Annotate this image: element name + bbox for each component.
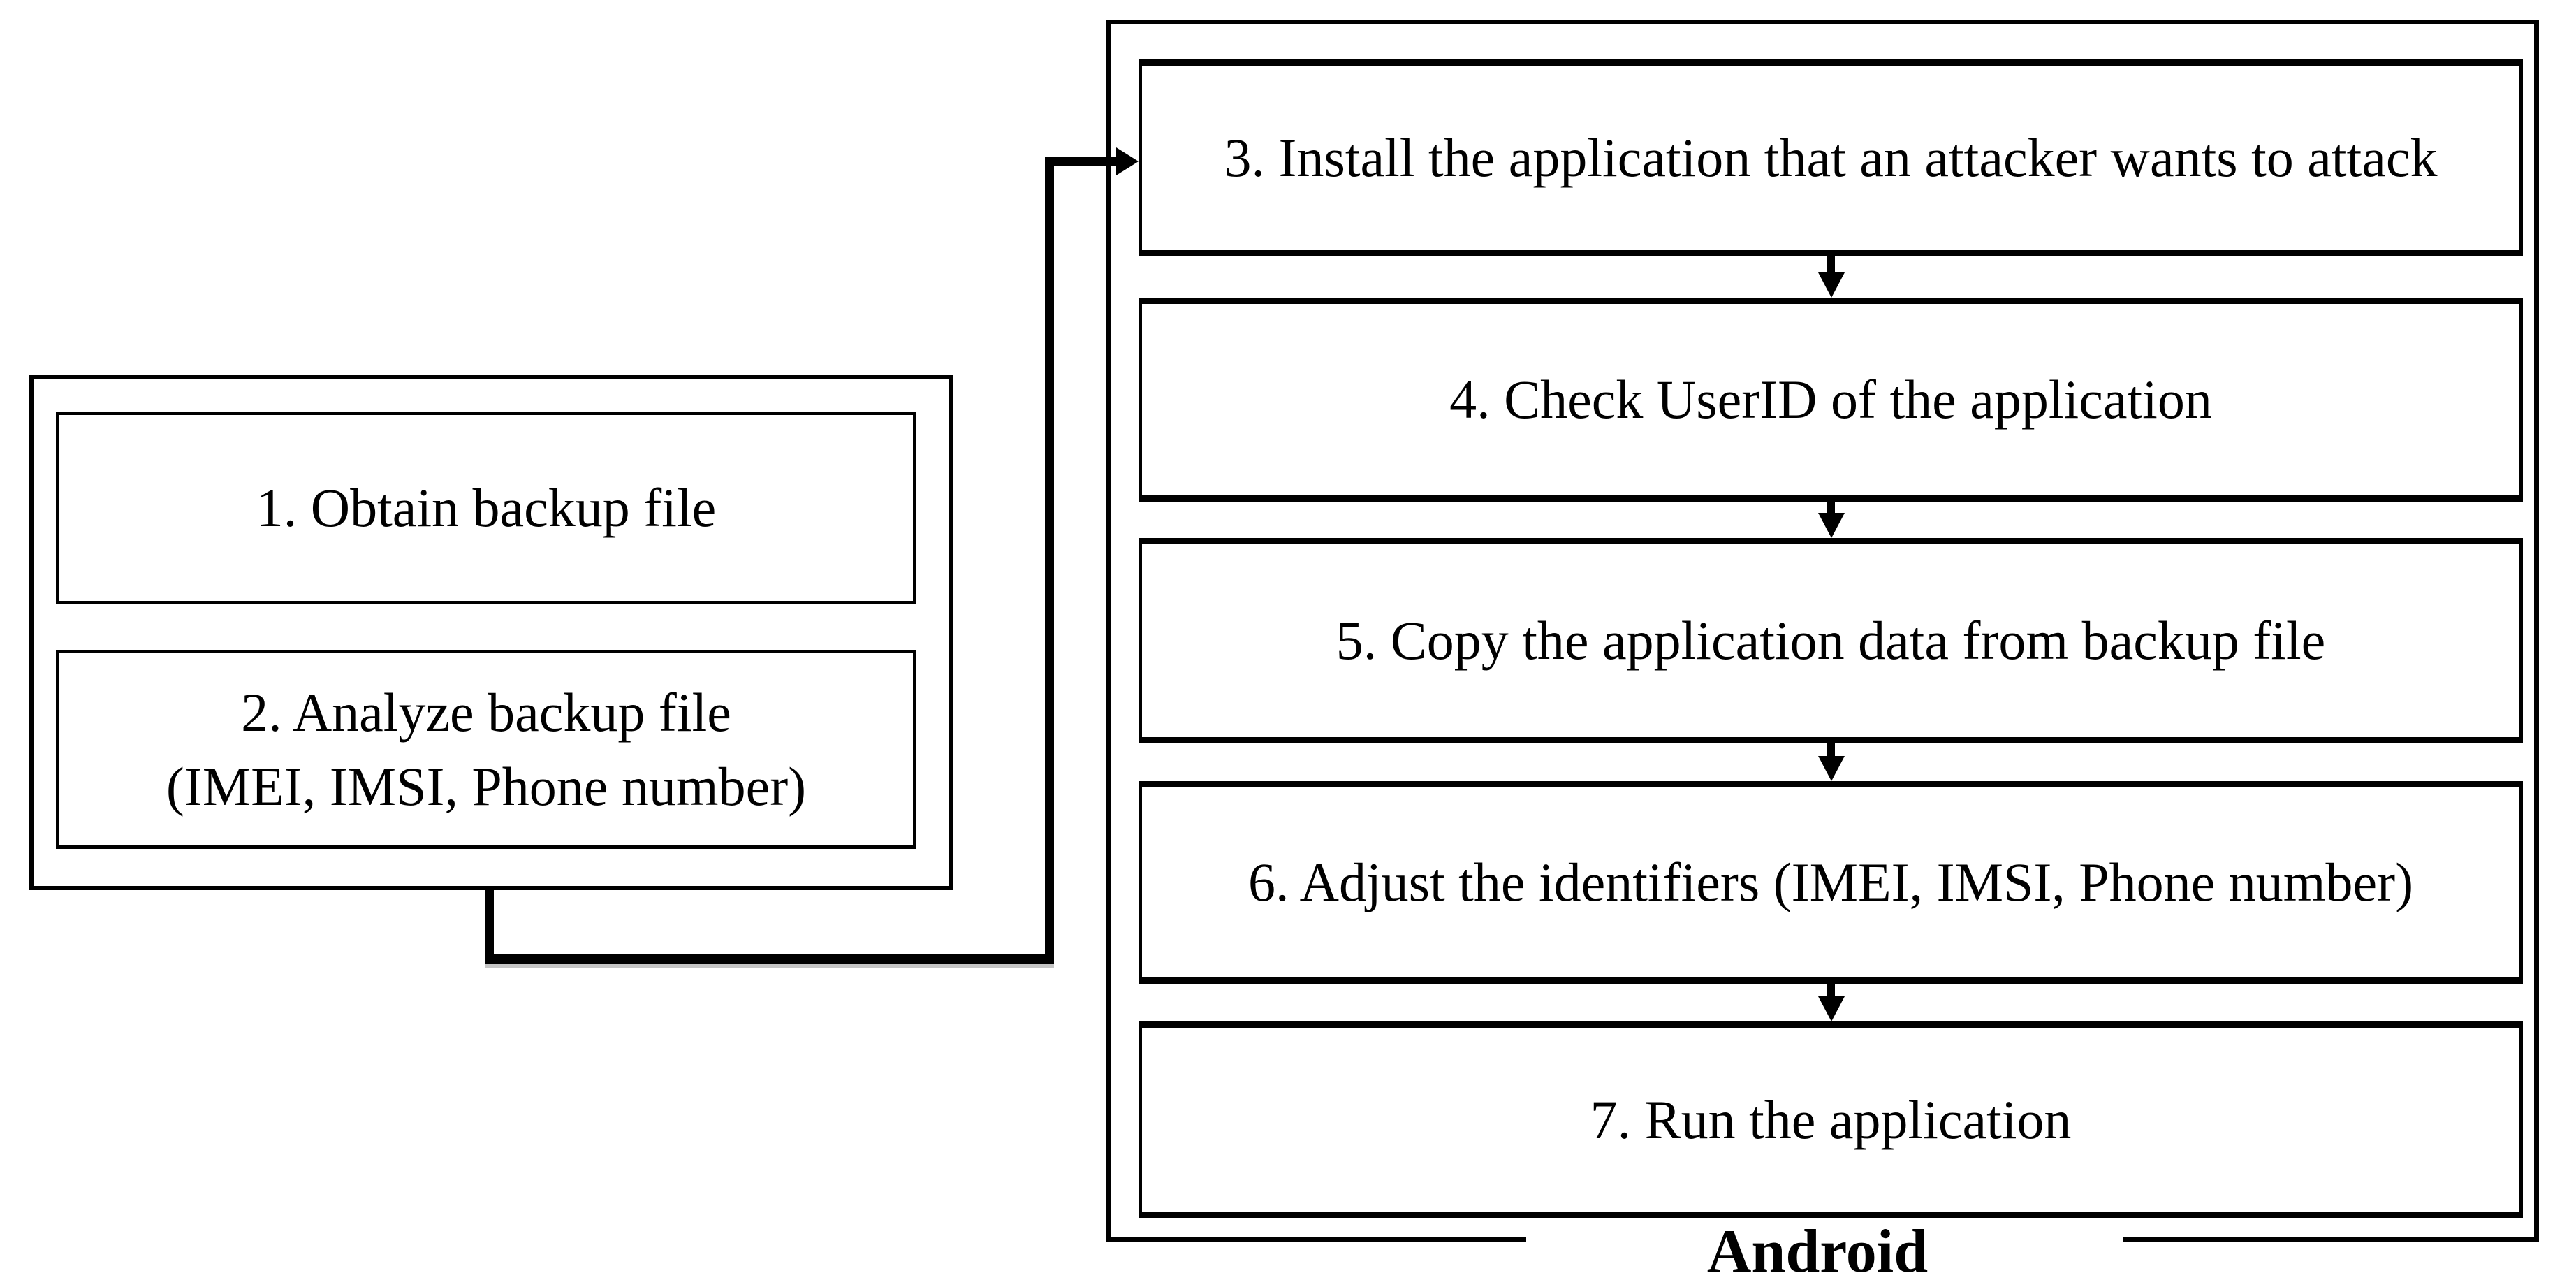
flow-arrow-6-7-stem <box>1827 984 1835 1002</box>
flow-arrow-4-5-arrowhead-icon <box>1818 513 1845 538</box>
step-box-1: 1. Obtain backup file <box>56 412 916 604</box>
connector-segment-up <box>1045 157 1054 964</box>
android-group-label: Android <box>1706 1218 1929 1286</box>
step-5-label: 5. Copy the application data from backup… <box>1335 610 2326 671</box>
android-box-bottom-border-left <box>1106 1237 1526 1242</box>
connector-arrowhead-icon <box>1116 147 1139 175</box>
android-box-bottom-border-right <box>2123 1237 2539 1242</box>
step-1-label: 1. Obtain backup file <box>256 477 717 539</box>
step-2-label-line-1: 2. Analyze backup file <box>241 682 731 743</box>
step-box-4: 4. Check UserID of the application <box>1139 298 2523 502</box>
flow-arrow-6-7-arrowhead-icon <box>1818 996 1845 1021</box>
step-3-label: 3. Install the application that an attac… <box>1224 127 2438 189</box>
flow-arrow-3-4-arrowhead-icon <box>1818 272 1845 298</box>
step-6-label: 6. Adjust the identifiers (IMEI, IMSI, P… <box>1247 852 2414 913</box>
step-box-3: 3. Install the application that an attac… <box>1139 59 2523 256</box>
flow-arrow-4-5-stem <box>1827 502 1835 518</box>
step-box-2: 2. Analyze backup file (IMEI, IMSI, Phon… <box>56 650 916 849</box>
step-7-label: 7. Run the application <box>1590 1089 2072 1150</box>
connector-segment-across <box>485 954 1054 964</box>
flow-arrow-3-4-stem <box>1827 256 1835 277</box>
connector-segment-into-step3 <box>1045 157 1118 166</box>
flow-arrow-5-6-arrowhead-icon <box>1818 756 1845 781</box>
flow-arrow-5-6-stem <box>1827 743 1835 762</box>
step-box-7: 7. Run the application <box>1139 1021 2523 1218</box>
step-4-label: 4. Check UserID of the application <box>1449 369 2212 430</box>
step-box-6: 6. Adjust the identifiers (IMEI, IMSI, P… <box>1139 781 2523 984</box>
step-box-5: 5. Copy the application data from backup… <box>1139 538 2523 743</box>
step-2-label-line-2: (IMEI, IMSI, Phone number) <box>166 755 807 817</box>
connector-segment-down <box>485 887 494 964</box>
